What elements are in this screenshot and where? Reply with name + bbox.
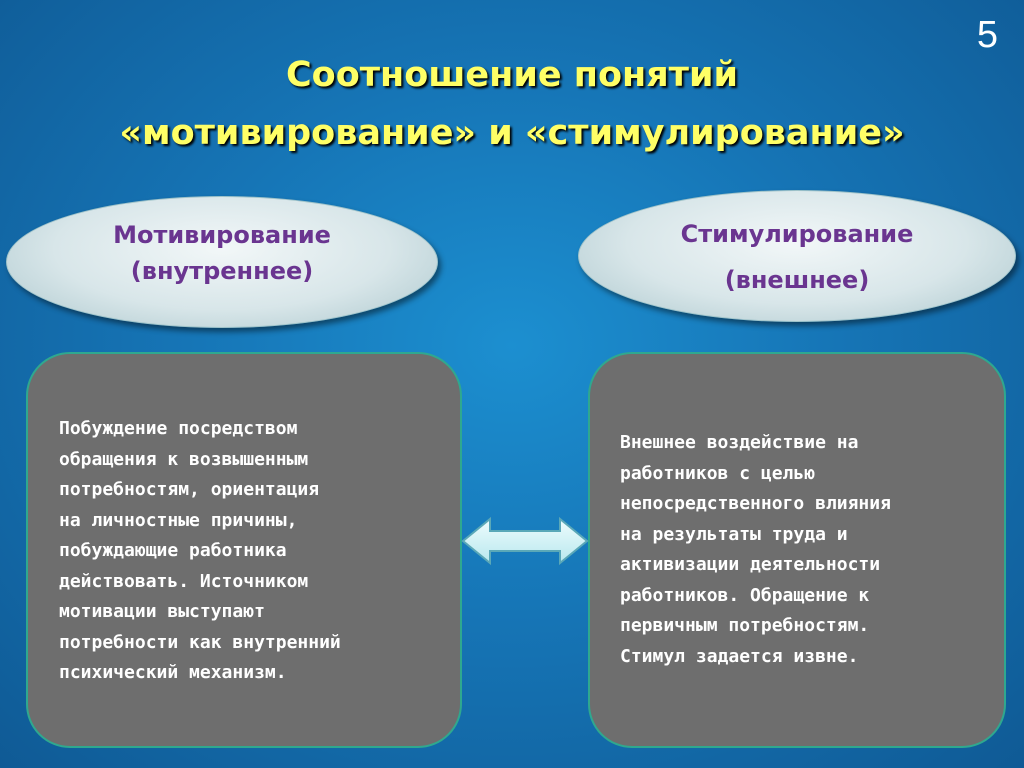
motivation-subheading: (внутреннее): [130, 257, 314, 285]
stimulation-heading: Стимулирование: [680, 220, 914, 248]
title-line-1: Соотношение понятий: [285, 55, 739, 95]
stimulation-description-box: Внешнее воздействие на работников с цель…: [588, 352, 1006, 748]
double-arrow-icon: [461, 516, 589, 566]
motivation-description: Побуждение посредством обращения к возвы…: [59, 418, 341, 683]
stimulation-subheading: (внешнее): [724, 266, 870, 294]
slide-number: 5: [976, 14, 998, 56]
slide-title: Соотношение понятий «мотивирование» и «с…: [0, 46, 1024, 162]
title-line-2: «мотивирование» и «стимулирование»: [119, 113, 905, 153]
motivation-ellipse: Мотивирование (внутреннее): [6, 196, 438, 328]
motivation-heading: Мотивирование: [113, 221, 331, 249]
stimulation-ellipse: Стимулирование (внешнее): [578, 190, 1016, 322]
motivation-description-box: Побуждение посредством обращения к возвы…: [26, 352, 462, 748]
double-arrow-shape: [461, 516, 589, 566]
stimulation-description: Внешнее воздействие на работников с цель…: [620, 432, 891, 667]
